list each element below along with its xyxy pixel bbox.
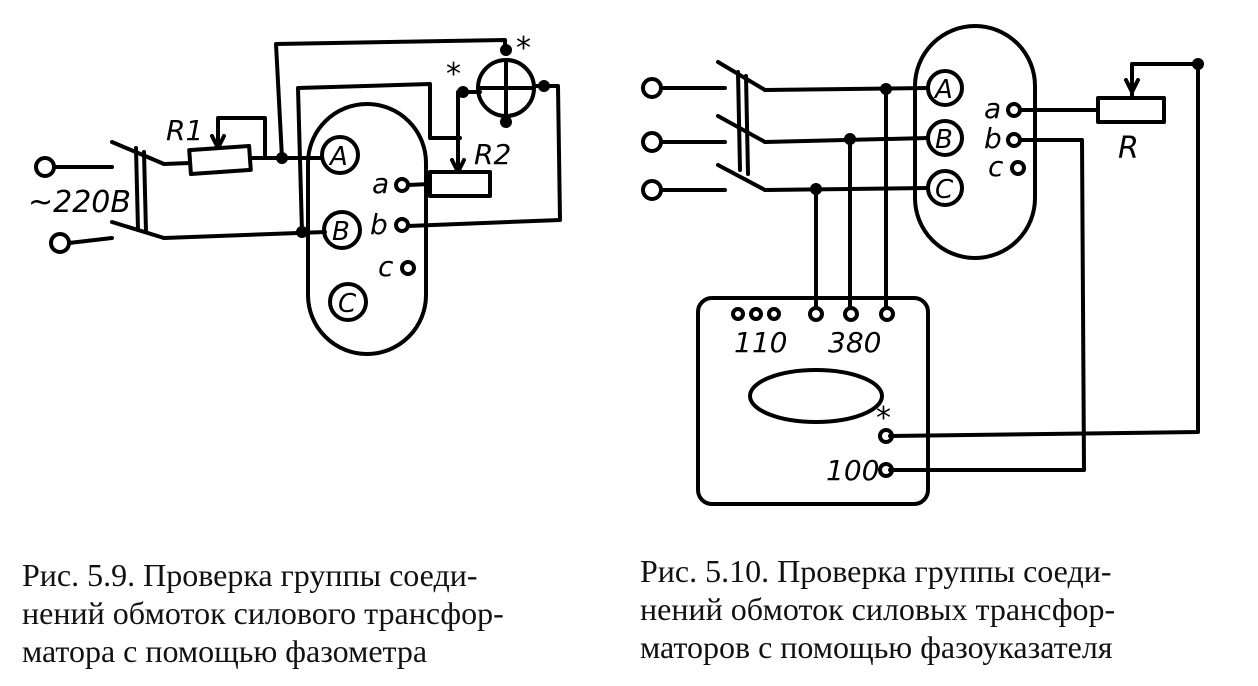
fig10-supply-terminal-3 — [641, 179, 663, 201]
fig10-phase-indicator — [696, 296, 930, 506]
fig9-terminal-b-label: b — [370, 208, 388, 241]
fig9-switch — [110, 140, 166, 240]
fig10-supply-terminal-2 — [641, 131, 663, 153]
fig9-marker-right: * — [516, 31, 531, 66]
fig9-phase-B — [322, 210, 362, 250]
fig9-marker-left: * — [446, 57, 461, 92]
fig9-supply-terminal-bottom — [49, 232, 71, 254]
fig9-supply-terminal-top — [34, 156, 56, 178]
fig9-phasemeter — [476, 58, 536, 118]
fig9-phase-A-label: A — [328, 142, 348, 172]
fig10-terminal-star — [878, 428, 894, 444]
fig9-terminal-b — [394, 217, 410, 233]
fig9-resistor-r2 — [428, 170, 492, 198]
fig10-terminal-c — [1010, 160, 1026, 176]
fig10-switch — [716, 60, 767, 192]
fig10-terminal-a-label: a — [984, 92, 1001, 125]
fig10-caption-line-2: нений обмоток силовых трансфор- — [640, 591, 1116, 627]
fig10-caption: Рис. 5.10. Проверка группы соеди- нений … — [640, 552, 1115, 666]
fig9-diagram — [34, 38, 562, 356]
fig10-terminal-c-label: c — [988, 150, 1004, 183]
fig9-terminal-c-label: c — [378, 250, 394, 283]
fig10-phase-C — [926, 169, 964, 207]
fig10-phase-A — [926, 69, 964, 107]
fig9-phase-A — [320, 135, 360, 175]
fig10-terminal-380-2 — [843, 306, 859, 322]
fig10-indicator-window — [748, 368, 884, 424]
fig10-phase-C-label: C — [935, 175, 954, 205]
fig10-phase-B-label: B — [935, 125, 953, 155]
fig9-r1-label: R1 — [166, 114, 203, 147]
fig10-r-label: R — [1118, 131, 1139, 166]
fig10-caption-line-3: маторов с помощью фазоуказателя — [640, 629, 1113, 665]
fig9-caption-line-1: Рис. 5.9. Проверка группы соеди- — [22, 557, 478, 593]
fig9-terminal-c — [400, 260, 416, 276]
fig9-phase-C-label: C — [338, 289, 357, 319]
fig9-resistor-r1 — [187, 143, 253, 177]
fig10-label-100: 100 — [826, 454, 879, 487]
fig10-resistor-r — [1096, 96, 1166, 124]
fig9-transformer — [306, 102, 428, 356]
fig9-r2-label: R2 — [474, 138, 511, 171]
fig9-caption-line-3: матора с помощью фазометра — [22, 633, 428, 669]
fig9-caption-line-2: нений обмоток силового трансфор- — [22, 595, 504, 631]
fig9-terminal-a-label: a — [372, 167, 389, 200]
fig10-transformer — [913, 24, 1037, 260]
fig10-caption-line-1: Рис. 5.10. Проверка группы соеди- — [640, 553, 1112, 589]
fig10-diagram — [641, 24, 1204, 506]
fig10-terminal-380-3 — [879, 306, 895, 322]
fig10-terminal-380-1 — [808, 306, 824, 322]
fig10-supply-terminal-1 — [641, 77, 663, 99]
fig9-supply-label: ~220В — [28, 185, 131, 220]
fig10-terminal-100 — [878, 462, 894, 478]
fig9-caption: Рис. 5.9. Проверка группы соеди- нений о… — [22, 556, 504, 670]
fig10-label-380: 380 — [828, 326, 881, 359]
fig9-phase-B-label: B — [332, 217, 350, 247]
fig10-phase-B — [926, 119, 964, 157]
fig10-terminal-b-label: b — [984, 122, 1002, 155]
fig10-phase-A-label: A — [933, 75, 953, 105]
fig10-marker-star: * — [876, 401, 891, 436]
fig9-phase-C — [328, 282, 368, 322]
fig10-label-110: 110 — [734, 326, 787, 359]
wiring-diagrams: ~220В R1 R2 A B C a b c * * A B C a b c … — [28, 24, 1204, 506]
